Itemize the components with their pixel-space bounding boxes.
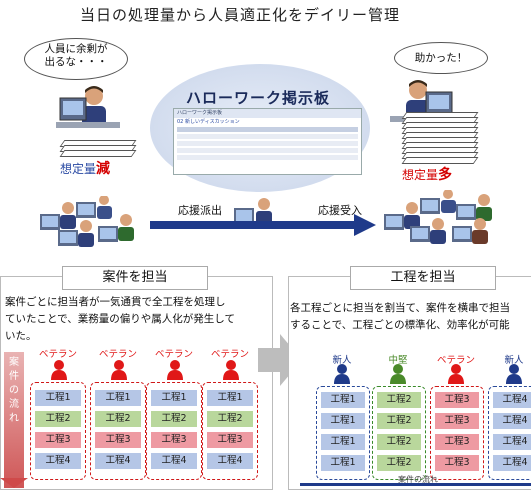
task-cell: 工程1 [320,454,366,472]
process-column-2: 工程2 工程2 工程2 工程2 [372,386,426,480]
small-paper-stack-icon [59,140,142,160]
case-flow-bar [4,352,24,488]
case-column-4: 工程1 工程2 工程3 工程4 [202,382,258,480]
receive-label: 応援受入 [318,204,362,217]
case-column-3: 工程1 工程2 工程3 工程4 [146,382,202,480]
task-cell: 工程4 [150,452,198,470]
role-label: 新人 [504,355,524,366]
task-cell: 工程4 [492,391,531,409]
task-cell: 工程2 [376,391,422,409]
role-label: ベテラン [38,349,77,360]
task-cell: 工程2 [94,410,142,428]
board-screenshot: ハローワーク掲示板 02 新しいディスカッション [173,108,362,175]
worker-group-right-icon [380,190,510,246]
task-cell: 工程4 [492,454,531,472]
task-cell: 工程2 [34,410,82,428]
case-flow-arrow-icon [0,478,28,488]
task-cell: 工程4 [206,452,254,470]
left-panel-description: 案件ごとに担当者が一気通貫で全工程を処理し ていたことで、業務量の偏りや属人化が… [5,296,235,342]
process-column-4: 工程4 工程4 工程4 工程4 [488,386,531,480]
veteran-person-icon [111,360,127,380]
case-flow-bottom-label: 案件の流れ [398,475,438,484]
task-cell: 工程1 [206,389,254,407]
veteran-person-icon [223,360,239,380]
task-cell: 工程2 [376,454,422,472]
process-column-1: 工程1 工程1 工程1 工程1 [316,386,370,480]
role-label: ベテラン [210,349,249,360]
veteran-person-icon [448,364,464,384]
role-label: 新人 [332,355,352,366]
case-column-1: 工程1 工程2 工程3 工程4 [30,382,86,480]
process-column-3: 工程3 工程3 工程3 工程3 [430,386,484,480]
task-cell: 工程3 [434,454,480,472]
task-cell: 工程2 [376,433,422,451]
board-screen-header: ハローワーク掲示板 [174,109,361,118]
task-cell: 工程3 [434,391,480,409]
task-cell: 工程1 [320,433,366,451]
right-panel-tab: 工程を担当 [350,266,496,290]
task-cell: 工程2 [376,412,422,430]
task-cell: 工程4 [492,412,531,430]
case-flow-label: 案件の流れ [9,357,19,424]
worker-left-icon [52,84,132,140]
large-paper-stack-icon [401,112,484,168]
newbie-person-icon [506,364,522,384]
task-cell: 工程2 [150,410,198,428]
task-cell: 工程4 [34,452,82,470]
task-cell: 工程3 [34,431,82,449]
role-label: ベテラン [436,355,475,366]
right-panel-description: 各工程ごとに担当を割当て、案件を横串で担当 することで、工程ごとの標準化、効率化… [290,302,510,331]
task-cell: 工程1 [94,389,142,407]
task-cell: 工程1 [320,412,366,430]
board-screen-subheader: 02 新しいディスカッション [177,119,240,125]
task-cell: 工程4 [492,433,531,451]
veteran-person-icon [51,360,67,380]
dispatch-label: 応援派出 [178,204,222,217]
task-cell: 工程1 [150,389,198,407]
task-cell: 工程1 [320,391,366,409]
task-cell: 工程2 [206,410,254,428]
board-title: ハローワーク掲示板 [186,89,331,107]
page-title: 当日の処理量から人員適正化をデイリー管理 [80,6,401,24]
role-label: ベテラン [98,349,137,360]
task-cell: 工程1 [34,389,82,407]
veteran-person-icon [167,360,183,380]
task-cell: 工程3 [206,431,254,449]
role-label: 中堅 [388,355,408,366]
task-cell: 工程3 [434,412,480,430]
left-panel-tab: 案件を担当 [62,266,208,290]
speech-bubble-left: 人員に余剰が 出るな・・・ [24,38,128,80]
worker-group-left-icon [38,196,148,248]
mid-person-icon [390,364,406,384]
task-cell: 工程3 [434,433,480,451]
role-label: ベテラン [154,349,193,360]
speech-bubble-right: 助かった！ [394,42,488,74]
case-flow-right-arrow-icon [300,483,531,486]
stack-label-right: 想定量多 [402,167,453,183]
task-cell: 工程3 [94,431,142,449]
flow-arrow-icon [150,214,376,236]
task-cell: 工程3 [150,431,198,449]
task-cell: 工程4 [94,452,142,470]
case-column-2: 工程1 工程2 工程3 工程4 [90,382,146,480]
newbie-person-icon [334,364,350,384]
stack-label-left: 想定量減 [60,161,111,177]
